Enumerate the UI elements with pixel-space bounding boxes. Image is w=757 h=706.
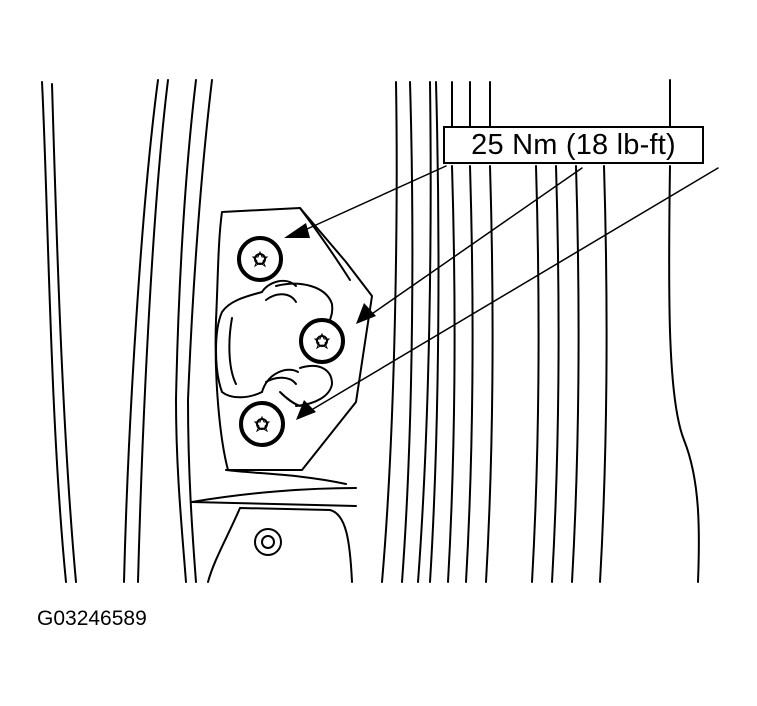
leader-line-middle bbox=[365, 167, 583, 319]
arrowhead-bottom bbox=[296, 400, 316, 420]
bolt-top bbox=[237, 236, 283, 282]
hinge-strap bbox=[215, 279, 334, 407]
body-panel-lines-left bbox=[41, 79, 213, 583]
bolt-bottom bbox=[239, 401, 285, 447]
leader-lines bbox=[295, 165, 719, 413]
pillar-lines-right bbox=[381, 79, 700, 583]
bolt-middle bbox=[299, 318, 345, 364]
torque-label: 25 Nm (18 lb-ft) bbox=[471, 128, 676, 161]
leader-line-bottom bbox=[307, 167, 719, 413]
leader-line-top bbox=[295, 165, 447, 235]
arrowhead-middle bbox=[356, 303, 376, 324]
figure-id: G03246589 bbox=[37, 607, 147, 630]
torque-callout-box: 25 Nm (18 lb-ft) bbox=[443, 126, 704, 164]
lower-bolt bbox=[254, 528, 282, 556]
arrowhead-top bbox=[284, 223, 310, 238]
leader-arrowheads bbox=[284, 223, 376, 420]
